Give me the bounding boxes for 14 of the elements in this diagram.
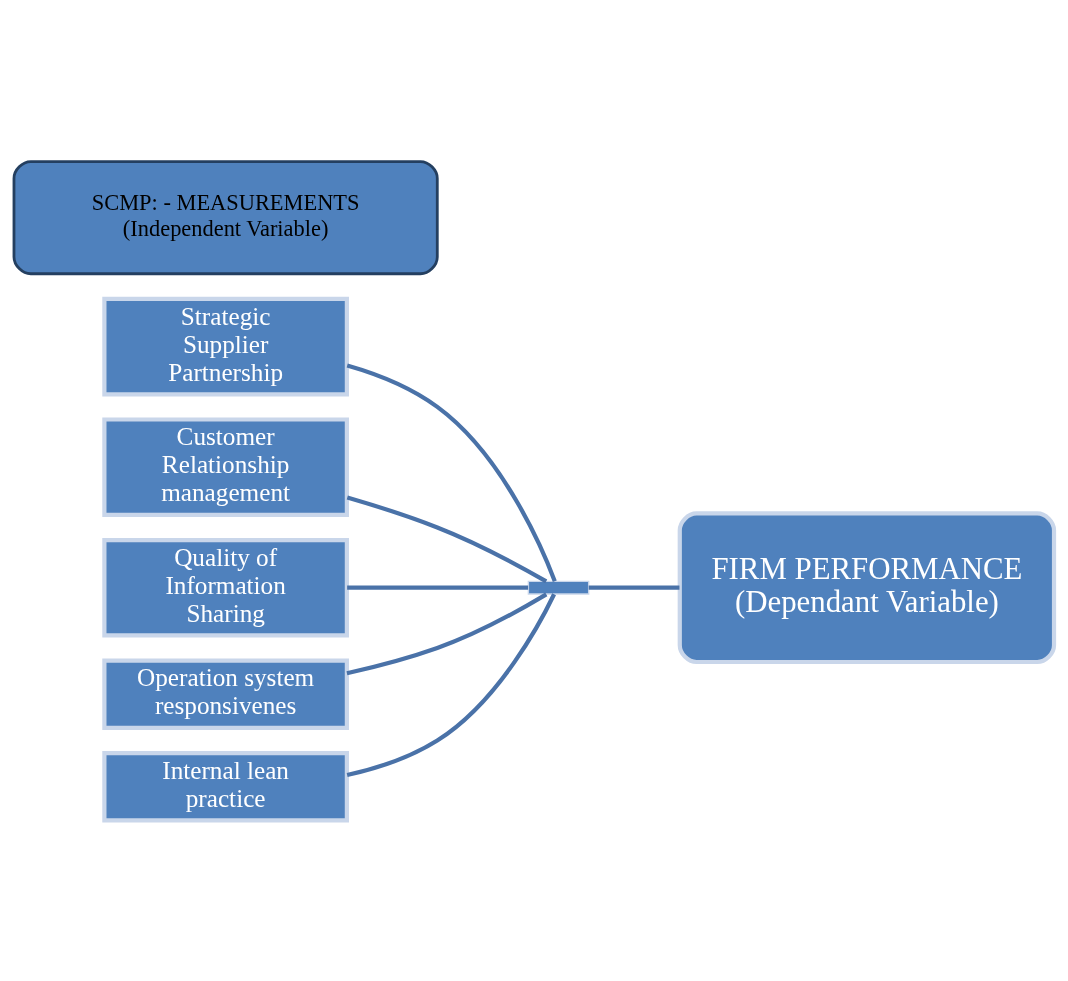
node-box: Strategic Supplier Partnership	[102, 296, 349, 396]
connector	[347, 585, 529, 590]
node-bar	[527, 580, 590, 595]
connector	[588, 585, 680, 590]
node-box: FIRM PERFORMANCE (Dependant Variable)	[677, 510, 1057, 664]
node-box: Operation system responsivenes	[102, 658, 349, 730]
node-box: Internal lean practice	[102, 750, 349, 822]
node-box: Quality of Information Sharing	[102, 537, 349, 637]
connector	[346, 494, 548, 583]
node-box: Customer Relationship management	[102, 416, 349, 517]
node-box: SCMP: - MEASUREMENTS (Independent Variable)	[12, 159, 439, 275]
connector	[346, 592, 548, 675]
connector	[346, 592, 556, 777]
connector	[346, 363, 557, 582]
